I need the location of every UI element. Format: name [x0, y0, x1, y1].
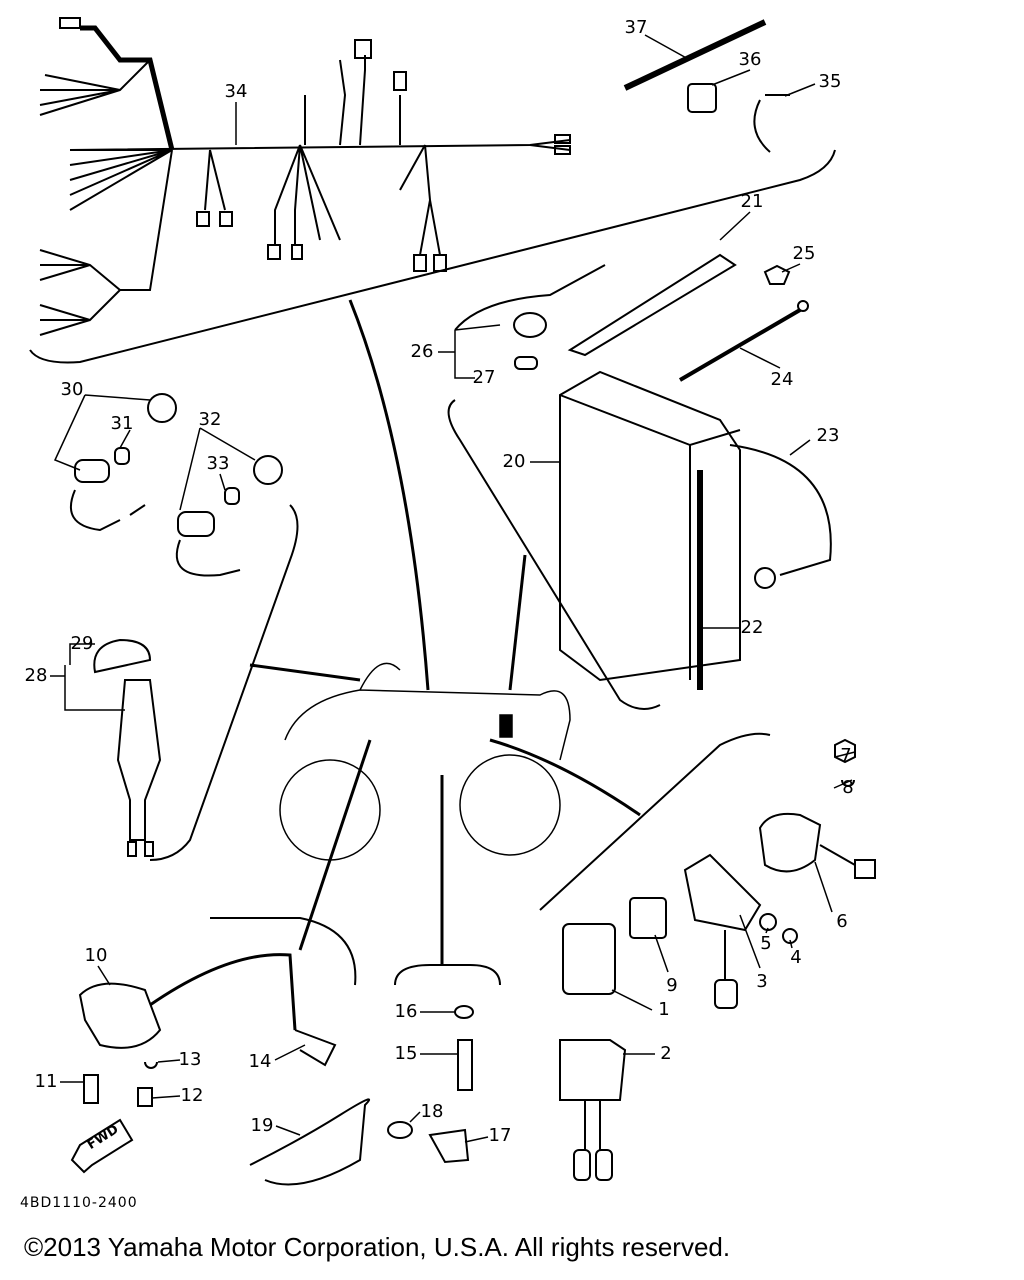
leader-lines	[50, 35, 855, 1142]
callout-35[interactable]: 35	[818, 71, 842, 92]
callout-20[interactable]: 20	[502, 451, 526, 472]
callout-12[interactable]: 12	[180, 1085, 204, 1106]
lead-plug	[250, 665, 360, 680]
callout-36[interactable]: 36	[738, 49, 762, 70]
drawing-code: 4BD1110-2400	[20, 1195, 138, 1211]
callout-17[interactable]: 17	[488, 1125, 512, 1146]
wire-harness	[40, 18, 570, 335]
lead-battery	[510, 555, 525, 690]
electrical-components	[560, 740, 875, 1180]
callout-26[interactable]: 26	[410, 341, 434, 362]
callout-37[interactable]: 37	[624, 17, 648, 38]
motorcycle-outline	[280, 663, 570, 860]
callout-19[interactable]: 19	[250, 1115, 274, 1136]
electronics-section-border	[540, 734, 770, 910]
callout-13[interactable]: 13	[178, 1049, 202, 1070]
callout-15[interactable]: 15	[394, 1043, 418, 1064]
callout-4[interactable]: 4	[790, 947, 802, 968]
spark-plug-parts	[388, 1006, 473, 1162]
callout-2[interactable]: 2	[660, 1043, 672, 1064]
holder	[754, 95, 790, 152]
sparkplug-section-border	[395, 965, 500, 985]
callout-6[interactable]: 6	[836, 911, 848, 932]
callout-22[interactable]: 22	[740, 617, 764, 638]
callout-33[interactable]: 33	[206, 453, 230, 474]
fwd-arrow	[72, 1120, 132, 1172]
callout-5[interactable]: 5	[760, 933, 772, 954]
lead-electronics	[490, 740, 640, 815]
callout-9[interactable]: 9	[666, 975, 678, 996]
callout-18[interactable]: 18	[420, 1101, 444, 1122]
callout-11[interactable]: 11	[34, 1071, 58, 1092]
ignition-coil-parts	[72, 955, 369, 1185]
callout-34[interactable]: 34	[224, 81, 248, 102]
callout-32[interactable]: 32	[198, 409, 222, 430]
callout-25[interactable]: 25	[792, 243, 816, 264]
callout-14[interactable]: 14	[248, 1051, 272, 1072]
clamp	[688, 84, 716, 112]
lead-coil	[300, 740, 370, 950]
callout-1[interactable]: 1	[658, 999, 670, 1020]
callout-27[interactable]: 27	[472, 367, 496, 388]
callout-30[interactable]: 30	[60, 379, 84, 400]
callout-16[interactable]: 16	[394, 1001, 418, 1022]
coil-section-border	[210, 918, 355, 985]
callout-24[interactable]: 24	[770, 369, 794, 390]
callout-7[interactable]: 7	[840, 745, 852, 766]
battery	[455, 255, 831, 690]
callout-10[interactable]: 10	[84, 945, 108, 966]
callout-23[interactable]: 23	[816, 425, 840, 446]
callout-21[interactable]: 21	[740, 191, 764, 212]
parts-diagram	[0, 0, 1024, 1200]
callout-3[interactable]: 3	[756, 971, 768, 992]
cable-tie	[625, 22, 765, 88]
callout-8[interactable]: 8	[842, 777, 854, 798]
lead-harness	[350, 300, 428, 690]
callout-28[interactable]: 28	[24, 665, 48, 686]
harness-section-border	[30, 150, 835, 363]
plug-section-border	[150, 505, 298, 860]
callout-29[interactable]: 29	[70, 633, 94, 654]
copyright-notice: ©2013 Yamaha Motor Corporation, U.S.A. A…	[24, 1232, 731, 1262]
battery-section-border	[449, 400, 660, 709]
callout-31[interactable]: 31	[110, 413, 134, 434]
plug-caps	[71, 394, 282, 856]
